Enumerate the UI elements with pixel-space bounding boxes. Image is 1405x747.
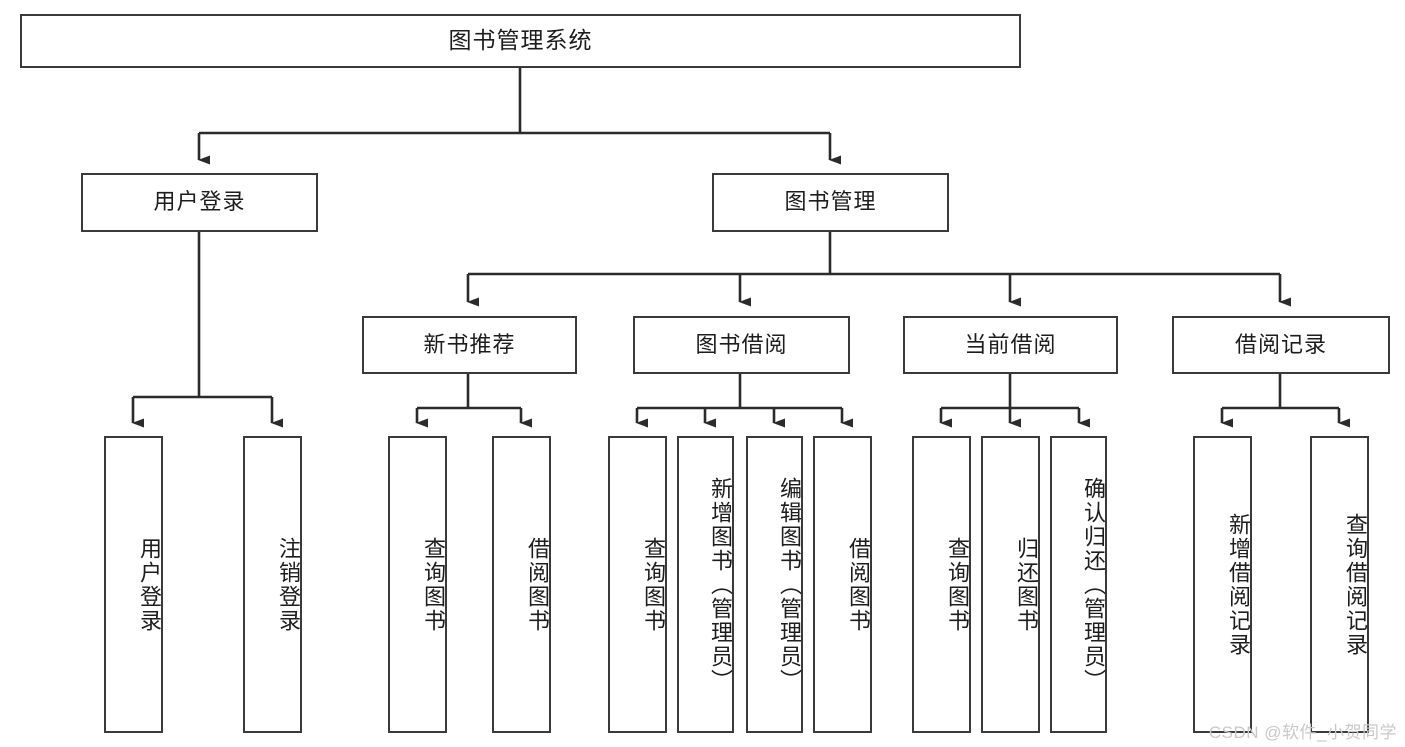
- node-leaf-query-book-1[interactable]: 查询图书: [388, 436, 447, 733]
- node-label: 归还图书: [1014, 536, 1039, 633]
- node-label: 新书推荐: [423, 331, 516, 357]
- node-label: 查询图书: [421, 536, 446, 633]
- watermark: CSDN @软件_小贺同学: [1208, 723, 1397, 742]
- node-label: 借阅记录: [1234, 331, 1327, 357]
- node-leaf-borrow-book-2[interactable]: 借阅图书: [813, 436, 872, 733]
- node-leaf-user-login[interactable]: 用户登录: [104, 436, 163, 733]
- node-leaf-confirm-return[interactable]: 确认归还（管理员）: [1050, 436, 1107, 733]
- node-new-book-recommend[interactable]: 新书推荐: [362, 316, 577, 374]
- node-book-management[interactable]: 图书管理: [712, 173, 949, 232]
- node-label: 确认归还（管理员）: [1081, 476, 1106, 693]
- node-user-login[interactable]: 用户登录: [81, 173, 318, 232]
- node-leaf-query-book-3[interactable]: 查询图书: [912, 436, 971, 733]
- node-label: 当前借阅: [964, 331, 1057, 357]
- node-label: 借阅图书: [846, 536, 871, 633]
- node-leaf-logout[interactable]: 注销登录: [243, 436, 302, 733]
- node-label: 图书管理系统: [448, 27, 593, 54]
- node-leaf-borrow-book-1[interactable]: 借阅图书: [492, 436, 551, 733]
- node-label: 注销登录: [276, 536, 301, 633]
- node-book-borrow[interactable]: 图书借阅: [633, 316, 850, 374]
- node-label: 新增图书（管理员）: [708, 476, 733, 693]
- node-label: 查询图书: [641, 536, 666, 633]
- node-current-borrow[interactable]: 当前借阅: [903, 316, 1118, 374]
- node-leaf-add-book[interactable]: 新增图书（管理员）: [677, 436, 734, 733]
- node-label: 用户登录: [153, 189, 246, 215]
- node-leaf-query-book-2[interactable]: 查询图书: [608, 436, 667, 733]
- node-label: 图书借阅: [695, 331, 788, 357]
- node-label: 编辑图书（管理员）: [777, 476, 802, 693]
- node-label: 查询借阅记录: [1343, 512, 1368, 657]
- node-leaf-add-record[interactable]: 新增借阅记录: [1193, 436, 1252, 733]
- node-label: 图书管理: [784, 189, 877, 215]
- node-borrow-record[interactable]: 借阅记录: [1172, 316, 1390, 374]
- node-label: 用户登录: [137, 536, 162, 633]
- node-leaf-edit-book[interactable]: 编辑图书（管理员）: [746, 436, 803, 733]
- node-label: 查询图书: [945, 536, 970, 633]
- node-leaf-query-record[interactable]: 查询借阅记录: [1310, 436, 1369, 733]
- node-label: 新增借阅记录: [1226, 512, 1251, 657]
- node-label: 借阅图书: [525, 536, 550, 633]
- node-root-book-management-system[interactable]: 图书管理系统: [20, 14, 1021, 68]
- node-leaf-return-book[interactable]: 归还图书: [981, 436, 1040, 733]
